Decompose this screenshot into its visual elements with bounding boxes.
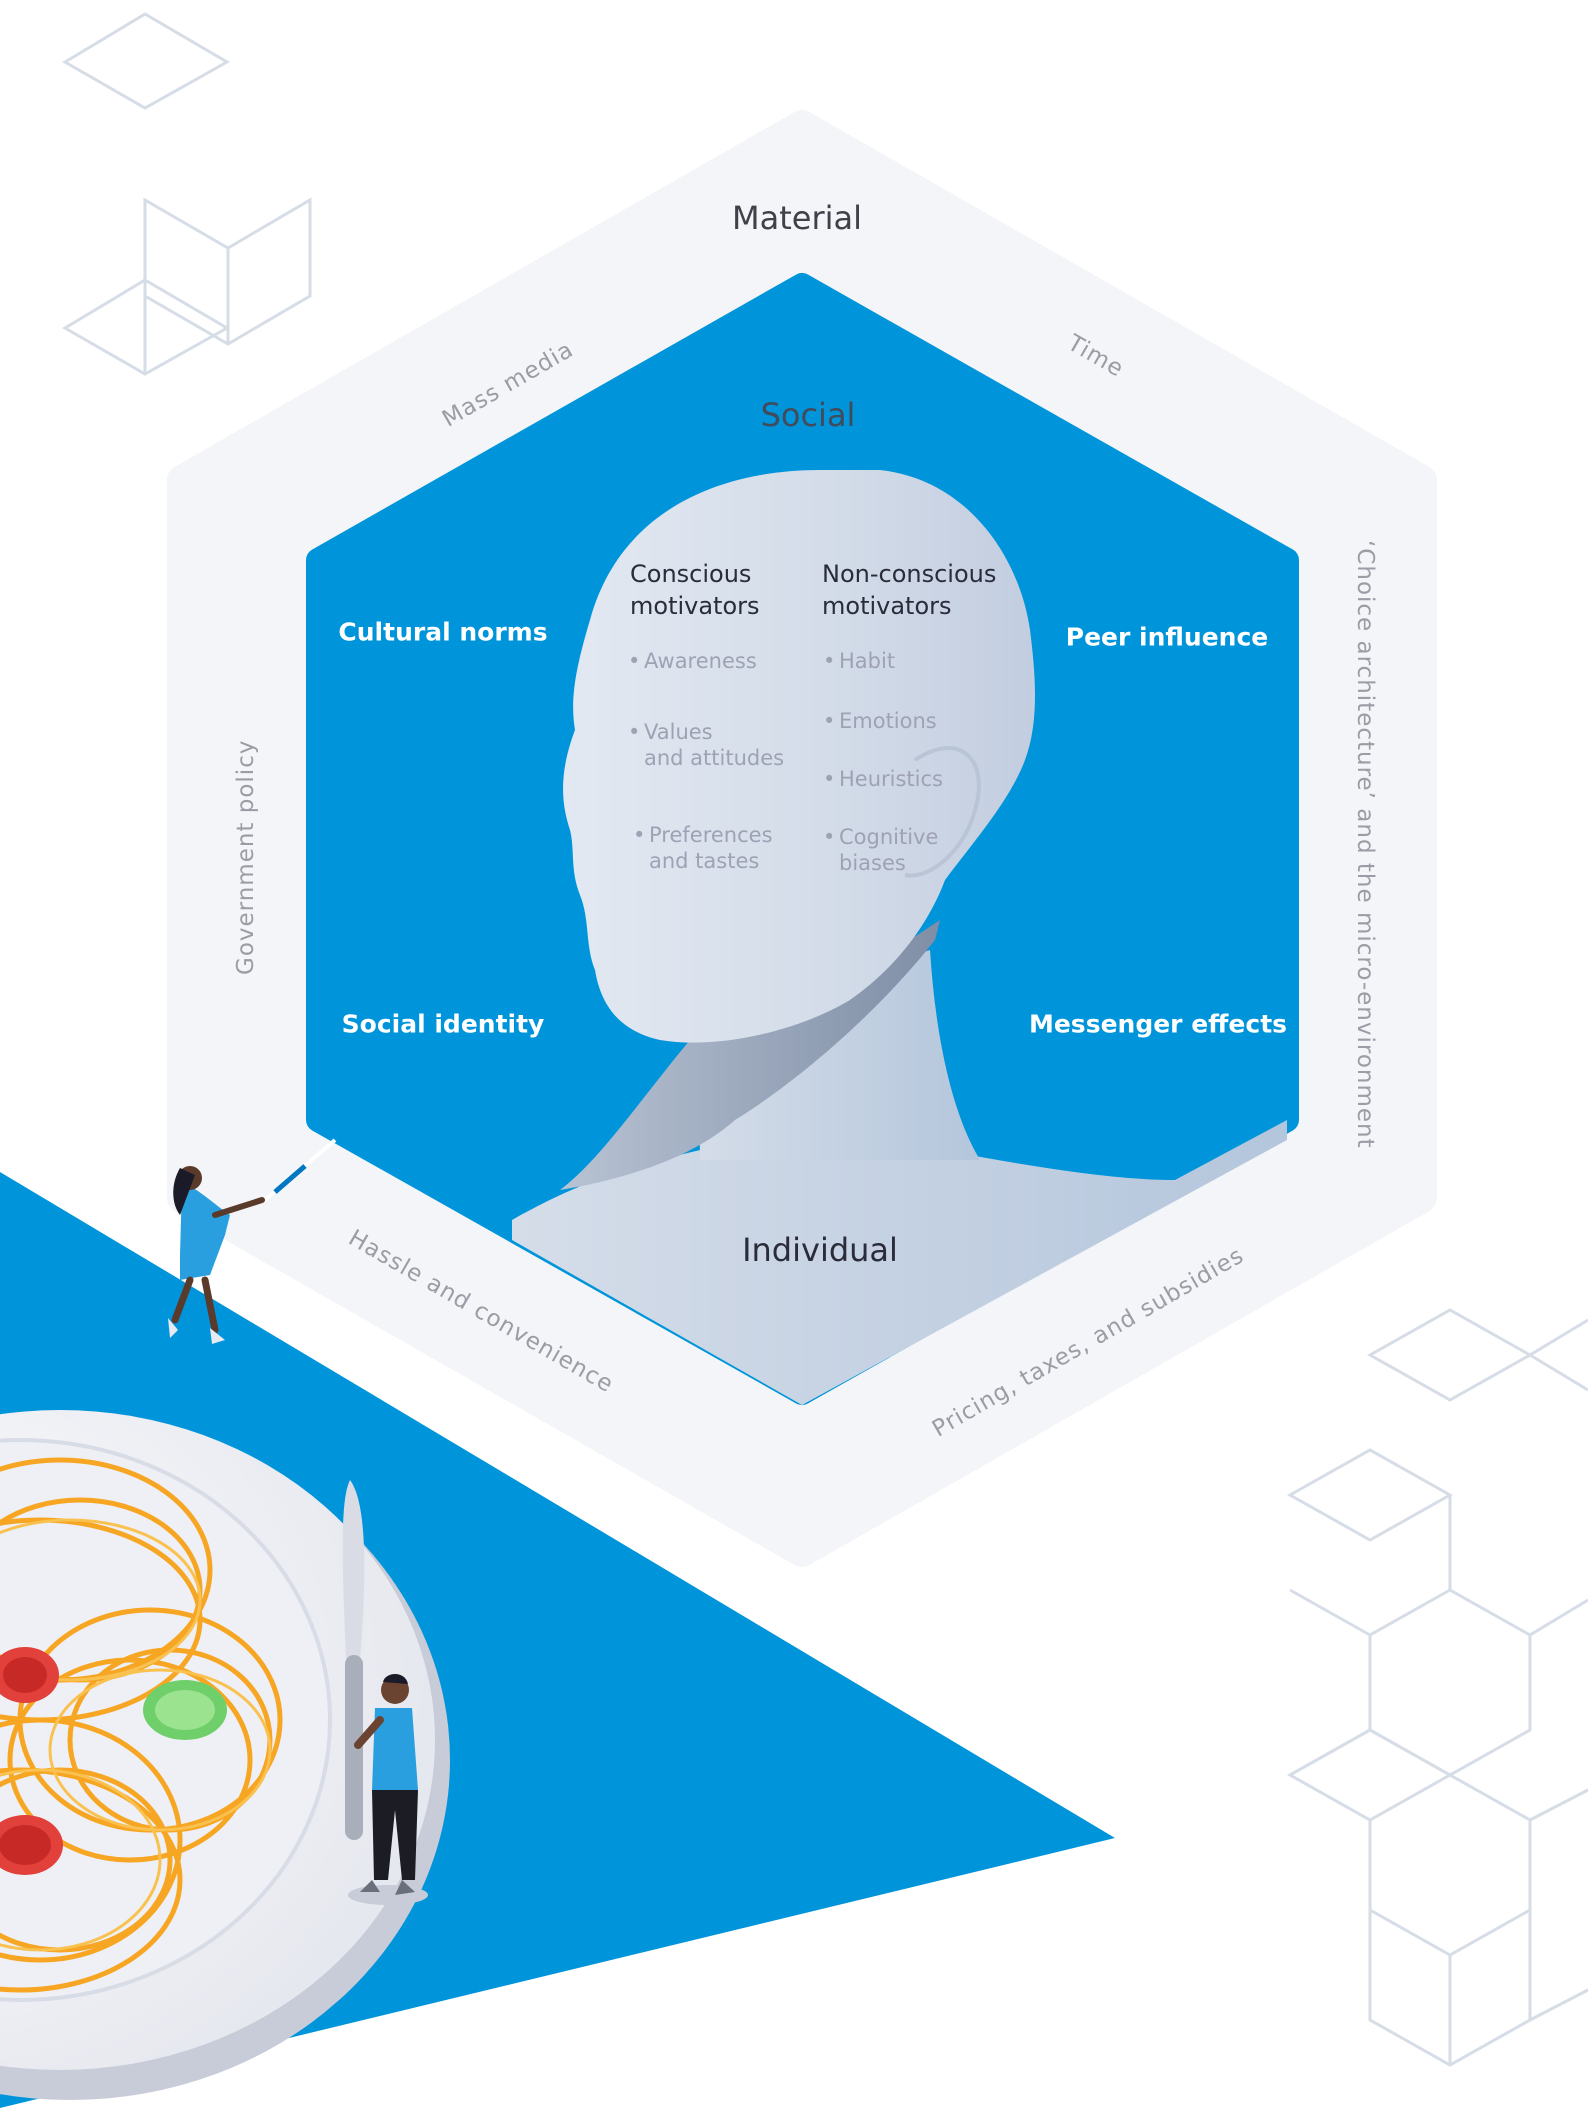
nonconscious-item-heuristics-label: Heuristics <box>839 767 943 791</box>
conscious-item-values-label-cont: and attitudes <box>644 746 785 770</box>
knife-illustration <box>342 1480 365 1840</box>
nonconscious-item-heuristics: •Heuristics <box>823 767 943 791</box>
cube-outline-decoration-bottom <box>1286 1308 1588 2067</box>
nonconscious-item-cognitive-biases-label-cont: biases <box>839 851 906 875</box>
woman-with-pointer-figure <box>168 1138 337 1344</box>
nonconscious-motivators-heading: Non-conscious motivators <box>822 560 997 620</box>
social-item-cultural-norms: Cultural norms <box>338 617 548 647</box>
conscious-item-awareness-label: Awareness <box>644 649 757 673</box>
nonconscious-item-cognitive-biases: •Cognitive biases <box>823 825 939 875</box>
conscious-item-values: •Values and attitudes <box>628 720 785 770</box>
nonconscious-item-habit: •Habit <box>823 649 896 673</box>
head-silhouette <box>512 470 1287 1405</box>
conscious-item-preferences: •Preferences and tastes <box>633 823 773 873</box>
material-item-choice-architecture: ‘Choice architecture’ and the micro-envi… <box>1352 540 1378 1149</box>
nonconscious-item-cognitive-biases-label: Cognitive <box>839 825 939 849</box>
man-holding-knife-figure <box>348 1674 428 1905</box>
conscious-item-preferences-label: Preferences <box>649 823 773 847</box>
conscious-item-awareness: •Awareness <box>628 649 757 673</box>
cube-outline-decoration-top <box>62 12 312 376</box>
individual-ring-title: Individual <box>742 1231 898 1269</box>
spaghetti-plate <box>0 1410 450 2100</box>
nonconscious-item-emotions: •Emotions <box>823 709 937 733</box>
material-ring-title: Material <box>732 199 862 237</box>
conscious-item-values-label: Values <box>644 720 713 744</box>
social-item-messenger-effects: Messenger effects <box>1028 1009 1288 1039</box>
social-ring-title: Social <box>760 396 856 434</box>
social-item-social-identity: Social identity <box>341 1009 545 1039</box>
nonconscious-item-habit-label: Habit <box>839 649 896 673</box>
material-item-government-policy: Government policy <box>233 739 259 975</box>
social-item-peer-influence: Peer influence <box>1065 622 1269 652</box>
conscious-motivators-heading: Conscious motivators <box>630 560 760 620</box>
conscious-item-preferences-label-cont: and tastes <box>649 849 760 873</box>
nonconscious-item-emotions-label: Emotions <box>839 709 937 733</box>
